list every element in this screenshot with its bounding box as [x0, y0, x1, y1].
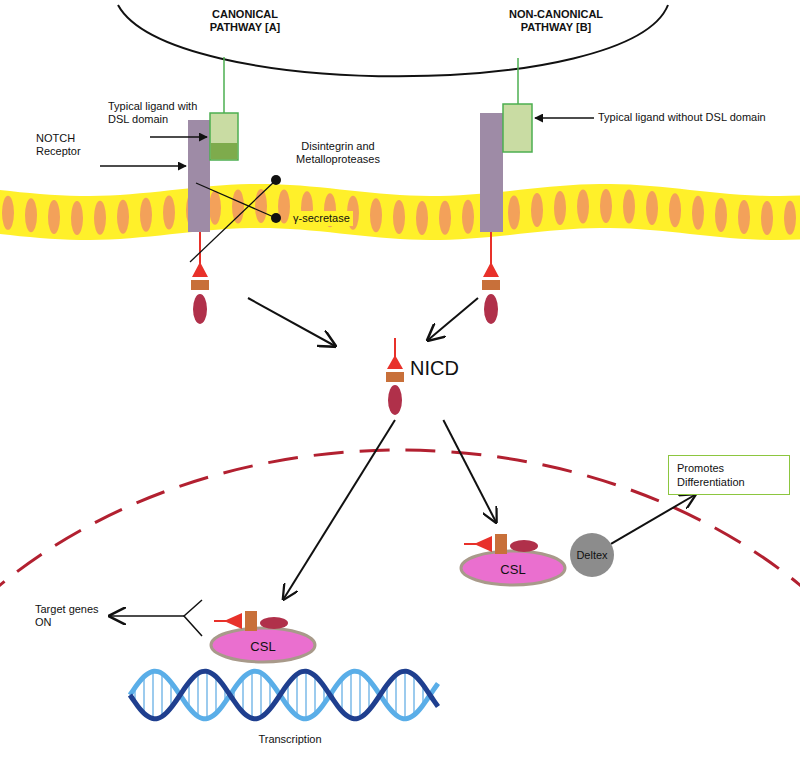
membrane-band [0, 184, 800, 240]
flow-arrow [284, 420, 395, 599]
lipid-head [370, 198, 382, 232]
pathway-heading: CANONICAL PATHWAY [A] [195, 8, 295, 34]
node-text: Deltex [576, 549, 607, 562]
node-text: Promotes Differentiation [677, 461, 781, 489]
flow-arrow [611, 495, 695, 544]
pathway-heading: NON-CANONICAL PATHWAY [B] [500, 8, 612, 34]
pointer-arrow [150, 136, 207, 137]
base-pair [305, 671, 307, 719]
base-pair [341, 679, 343, 712]
deltex-circle: Deltex [570, 533, 614, 577]
lipid-head [140, 198, 152, 232]
base-pair [395, 675, 397, 716]
base-pair [404, 671, 406, 719]
base-pair [251, 671, 253, 718]
enzyme-label: Disintegrin and Metalloproteases [290, 140, 386, 166]
csl-shape [208, 599, 318, 665]
dsl-domain [211, 143, 238, 159]
lipid-head [646, 191, 658, 225]
base-pair [161, 673, 163, 716]
base-pair [152, 671, 154, 719]
cell-membrane [0, 184, 800, 240]
lipid-head [439, 201, 451, 235]
base-pair [314, 676, 316, 715]
lipid-head [462, 200, 474, 234]
lipid-head [232, 189, 244, 223]
lipid-head [623, 190, 635, 224]
lipid-head [531, 193, 543, 227]
release-arrow [428, 298, 478, 340]
part-label: Typical ligand with DSL domain [108, 100, 208, 126]
leader-line [196, 183, 276, 218]
dna-helix [130, 671, 438, 719]
nicd-node: NICD [380, 335, 463, 420]
intracellular-domain [482, 232, 500, 324]
lipid-head [738, 200, 750, 234]
lipid-head [669, 193, 681, 227]
base-pair [296, 674, 298, 716]
notch-receptor [480, 113, 503, 232]
lipid-head [554, 191, 566, 225]
bound-nicd [214, 611, 288, 631]
ligand-stalk [223, 57, 225, 113]
base-pair [242, 678, 244, 713]
base-pair [197, 673, 199, 716]
lipid-head [715, 198, 727, 232]
leader-dot [271, 213, 281, 223]
node-text: CSL [500, 562, 525, 578]
lipid-head [48, 200, 60, 234]
lipid-head [416, 201, 428, 235]
lipid-head [71, 201, 83, 235]
dna-strand [130, 671, 438, 718]
pointer-arrow [110, 615, 184, 617]
non-dsl-ligand [503, 104, 532, 152]
cell-arc [118, 5, 668, 76]
gene-fork [184, 600, 202, 636]
part-label: NOTCH Receptor [36, 132, 100, 158]
dsl-ligand [210, 113, 238, 160]
process-label: Transcription [235, 733, 345, 746]
nucleus-envelope [0, 450, 800, 777]
leader-dot [271, 175, 281, 185]
nicd-icon [386, 338, 404, 415]
node-text: CSL [250, 639, 275, 655]
process-label: Target genes ON [35, 603, 105, 629]
base-pair [413, 675, 415, 716]
lipid-head [600, 189, 612, 223]
dna-strand [130, 671, 438, 718]
node-text: NICD [410, 357, 459, 380]
base-pair [359, 672, 361, 718]
lipid-head [163, 195, 175, 229]
csl-protein: CSL [458, 522, 568, 588]
pointer-arrow [100, 165, 186, 166]
csl-protein: CSL [208, 599, 318, 665]
flow-arrow [443, 420, 496, 522]
enzyme-label: γ-secretase [290, 211, 353, 226]
outcome-box: Promotes Differentiation [668, 455, 790, 495]
lipid-head [393, 200, 405, 234]
base-pair [143, 677, 145, 714]
lipid-head [577, 189, 589, 223]
lipid-head [692, 196, 704, 230]
bound-nicd [464, 534, 538, 554]
lipid-head [94, 201, 106, 235]
base-pair [215, 677, 217, 714]
lipid-head [117, 200, 129, 234]
part-label: Typical ligand without DSL domain [598, 111, 766, 124]
lipid-head [2, 196, 14, 230]
base-pair [350, 672, 352, 718]
base-pair [260, 673, 262, 718]
lipid-head [761, 201, 773, 235]
pointer-arrow [535, 117, 594, 118]
base-pair [206, 671, 208, 719]
lipid-head [209, 191, 221, 225]
csl-shape [458, 522, 568, 588]
release-arrow [248, 298, 335, 346]
ligand-stalk [517, 58, 519, 104]
leader-line [190, 180, 276, 262]
lipid-head [25, 198, 37, 232]
lipid-head [784, 201, 796, 235]
lipid-head [508, 195, 520, 229]
